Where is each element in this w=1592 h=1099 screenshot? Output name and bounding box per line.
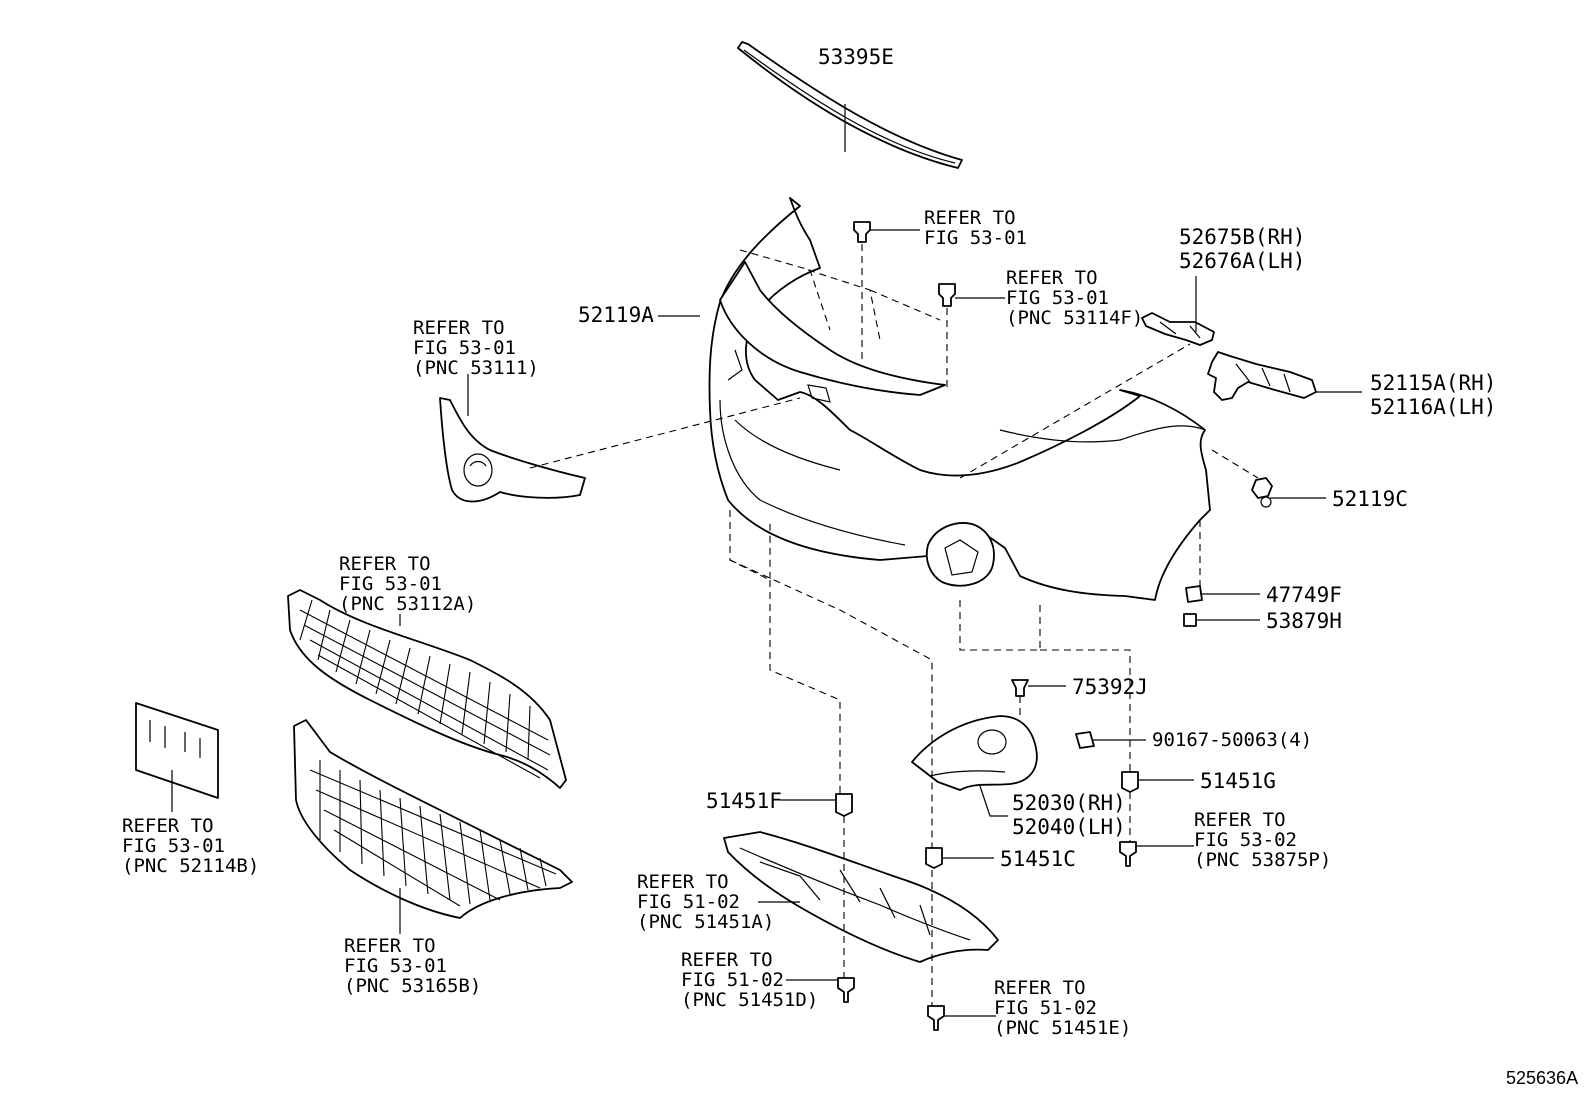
clip-75392J-fastener	[1011, 679, 1029, 697]
label-52040: 52040(LH)	[1012, 815, 1126, 839]
refer-callout-51451E: REFER TO FIG 51-02 (PNC 51451E)	[994, 977, 1131, 1039]
refer-callout-53-01: REFER TO FIG 53-01	[924, 207, 1027, 249]
label-52675B: 52675B(RH)	[1179, 225, 1305, 249]
refer-callout-53111: REFER TO FIG 53-01 (PNC 53111)	[413, 317, 539, 379]
clip-53114F-fastener	[938, 283, 956, 307]
bolt-90167-fastener	[1075, 731, 1095, 749]
assembly-lines	[529, 244, 1259, 1006]
clip-51451C-fastener	[925, 847, 943, 869]
upper-grille-part	[439, 397, 586, 503]
diagram-id: 525636A	[1506, 1068, 1578, 1088]
label-52030: 52030(RH)	[1012, 791, 1126, 815]
label-52115A: 52115A(RH)	[1370, 371, 1496, 395]
refer-callout-51451D: REFER TO FIG 51-02 (PNC 51451D)	[681, 949, 818, 1011]
license-bracket-part	[135, 702, 219, 799]
label-52116A: 52116A(LH)	[1370, 395, 1496, 419]
middle-grille-part	[287, 589, 567, 789]
bumper-retainer-part	[1207, 351, 1317, 401]
nut-47749F-fastener	[1185, 585, 1203, 603]
leader-lines	[171, 104, 1362, 1017]
lower-grille-part	[293, 719, 573, 919]
bumper-cover-part	[708, 197, 1211, 601]
fog-lamp-cover-part	[911, 715, 1038, 791]
clip-51451G-fastener	[1121, 771, 1139, 793]
screw-53875P-fastener	[1119, 841, 1137, 867]
refer-callout-53114F: REFER TO FIG 53-01 (PNC 53114F)	[1006, 267, 1143, 329]
refer-callout-51451A: REFER TO FIG 51-02 (PNC 51451A)	[637, 871, 774, 933]
refer-callout-53165B: REFER TO FIG 53-01 (PNC 53165B)	[344, 935, 481, 997]
label-52119C: 52119C	[1332, 487, 1408, 511]
refer-callout-53875P: REFER TO FIG 53-02 (PNC 53875P)	[1194, 809, 1331, 871]
molding-strip-part	[737, 41, 963, 169]
label-51451C: 51451C	[1000, 847, 1076, 871]
clip-52119C-fastener	[1251, 477, 1273, 508]
label-47749F: 47749F	[1266, 583, 1342, 607]
screw-51451E-fastener	[927, 1005, 945, 1031]
clip-51451F-fastener	[835, 793, 853, 817]
label-90167-50063: 90167-50063(4)	[1152, 729, 1312, 751]
label-51451F: 51451F	[706, 789, 782, 813]
refer-callout-52114B: REFER TO FIG 53-01 (PNC 52114B)	[122, 815, 259, 877]
screw-51451D-fastener	[837, 977, 855, 1003]
label-52676A: 52676A(LH)	[1179, 249, 1305, 273]
under-cover-part	[723, 831, 999, 963]
label-53879H: 53879H	[1266, 609, 1342, 633]
screw-53879H-fastener	[1183, 613, 1197, 627]
refer-callout-53112A: REFER TO FIG 53-01 (PNC 53112A)	[339, 553, 476, 615]
label-53395E: 53395E	[818, 45, 894, 69]
bumper-bracket-small-part	[1141, 312, 1215, 346]
label-52119A: 52119A	[578, 303, 654, 327]
label-51451G: 51451G	[1200, 769, 1276, 793]
clip-top-fastener	[853, 221, 871, 243]
label-75392J: 75392J	[1072, 675, 1148, 699]
